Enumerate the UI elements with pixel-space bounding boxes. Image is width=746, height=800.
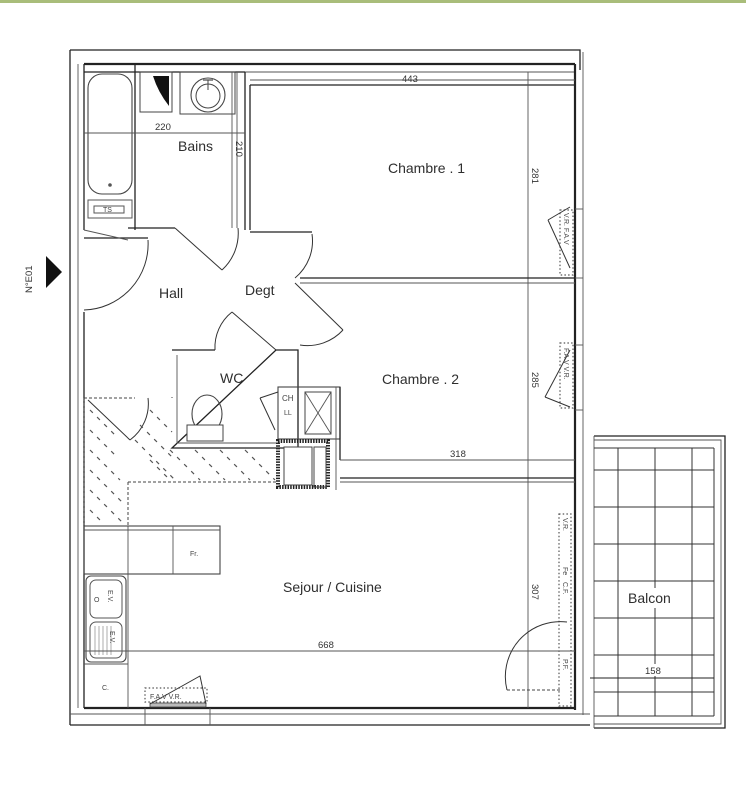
bains-label: Bains [178, 138, 213, 154]
closet-ch-ll: CH LL [259, 386, 341, 490]
wc-label: WC [220, 370, 243, 386]
degt-label: Degt [245, 282, 275, 298]
hall-label: Hall [159, 285, 183, 301]
sejour-fe-label: Fe [561, 567, 568, 575]
towel-label: TS [103, 207, 112, 214]
kitchen: Fr. E.V. O E.V. C. [83, 525, 221, 708]
hall-degt: Hall Degt [83, 227, 344, 351]
sejour-vr-label: V.R. [561, 518, 568, 531]
ll-label: LL [284, 410, 292, 417]
hatched-zone [83, 397, 278, 525]
sink-icon [85, 575, 127, 663]
bains-width-dim: 220 [155, 122, 171, 133]
balcon-width-dim: 158 [645, 666, 661, 677]
sink-o-label: O [94, 597, 100, 604]
sejour-bottom-window-label: F.A.V V.R. [150, 694, 182, 701]
cabinet-shape-icon [153, 76, 169, 106]
sejour-label: Sejour / Cuisine [283, 579, 382, 595]
fridge-label: Fr. [190, 551, 198, 558]
sink-ev2-label: E.V. [108, 631, 115, 644]
top-accent-bar [0, 0, 746, 3]
chambre2-width-dim: 318 [450, 449, 466, 460]
chambre-1: 443 281 Chambre . 1 V.R. F.A.V [249, 72, 583, 708]
balcony: Balcon 158 [590, 435, 726, 729]
entrance-arrow-icon [46, 256, 62, 288]
bathroom: TS 220 210 Bains [84, 64, 246, 230]
sejour-cf-label: C.F. [561, 582, 568, 595]
sejour-pf-label: P.F. [561, 659, 568, 670]
cooker-label: C. [102, 685, 109, 692]
sejour-width-dim: 668 [318, 640, 334, 651]
bains-height-dim: 210 [233, 141, 244, 157]
bathtub-icon [87, 73, 133, 195]
chambre-2: Chambre . 2 285 318 F.A.V V.R. [339, 342, 583, 483]
balcon-label: Balcon [628, 590, 671, 606]
chambre2-window-label: F.A.V V.R. [562, 348, 569, 380]
sejour-height-dim: 307 [529, 584, 540, 600]
chambre2-height-dim: 285 [529, 372, 540, 388]
chambre1-label: Chambre . 1 [388, 160, 465, 176]
chambre1-width-dim: 443 [402, 74, 418, 85]
sink-ev-label: E.V. [106, 590, 113, 603]
chambre1-window-label: V.R. F.A.V [562, 213, 569, 245]
entrance-label: N°E01 [24, 265, 35, 293]
ch-label: CH [282, 394, 294, 403]
wc: WC [170, 349, 299, 449]
sejour-cuisine: Sejour / Cuisine 668 307 V.R. Fe C.F. P.… [84, 513, 575, 725]
chambre1-height-dim: 281 [529, 168, 540, 184]
washbasin-icon [190, 77, 226, 113]
entrance-marker: N°E01 [24, 256, 62, 293]
chambre2-label: Chambre . 2 [382, 371, 459, 387]
